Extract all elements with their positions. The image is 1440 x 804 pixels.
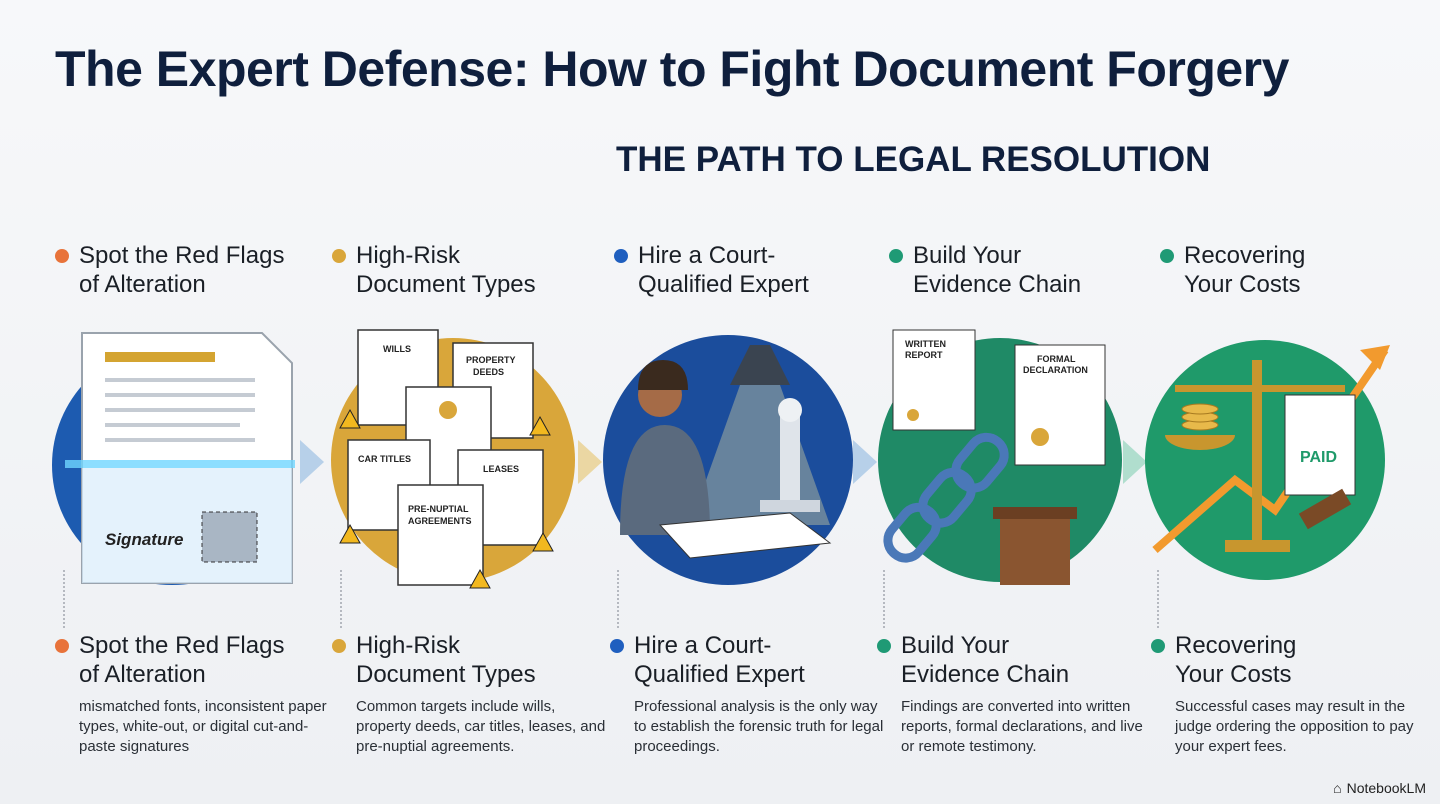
doc-label-property: PROPERTY — [466, 355, 516, 365]
written-report-label-1: WRITTEN — [905, 339, 946, 349]
notebooklm-logo-icon: ⌂ — [1333, 780, 1342, 796]
step-title-line2: Evidence Chain — [913, 271, 1082, 298]
notebooklm-brand: ⌂NotebookLM — [1333, 780, 1426, 796]
step-title-line1: Hire a Court- — [634, 632, 772, 659]
dotted-connector — [63, 570, 65, 628]
step-title-line1: Spot the Red Flags — [79, 242, 285, 269]
dotted-connector — [340, 570, 342, 628]
dotted-connector — [617, 570, 619, 628]
step-title-line1: Recovering — [1175, 632, 1297, 659]
green-dot-icon — [1160, 249, 1174, 263]
gold-dot-icon — [332, 639, 346, 653]
orange-dot-icon — [55, 249, 69, 263]
doc-label-wills: WILLS — [383, 344, 411, 354]
step-description: Professional analysis is the only way to… — [634, 698, 884, 755]
gold-dot-icon — [332, 249, 346, 263]
formal-declaration-label-2: DECLARATION — [1023, 365, 1088, 375]
step-title-line2: Your Costs — [1175, 661, 1292, 688]
green-dot-icon — [877, 639, 891, 653]
step-title-line2: Evidence Chain — [901, 661, 1070, 688]
flow-arrow-icon — [578, 440, 602, 484]
step-title-line2: Qualified Expert — [638, 271, 809, 298]
doc-label-deeds: DEEDS — [473, 367, 504, 377]
dotted-connector — [883, 570, 885, 628]
doc-label-prenuptial: PRE-NUPTIAL — [408, 504, 469, 514]
dotted-connector — [1157, 570, 1159, 628]
step-title-line2: Document Types — [356, 661, 536, 688]
step-description: Successful cases may result in the judge… — [1175, 698, 1414, 755]
doc-label-car-titles: CAR TITLES — [358, 454, 411, 464]
cost-recovery-illustration: PAID — [1145, 340, 1390, 580]
forensic-expert-illustration — [603, 335, 853, 585]
written-report-label-2: REPORT — [905, 350, 943, 360]
flow-arrow-icon — [300, 440, 324, 484]
flow-arrow-icon — [853, 440, 877, 484]
step-title-line1: Build Your — [913, 242, 1022, 269]
step-title-line1: High-Risk — [356, 632, 461, 659]
blue-dot-icon — [614, 249, 628, 263]
step-title-line2: Document Types — [356, 271, 536, 298]
step-title-line1: High-Risk — [356, 242, 461, 269]
paid-stamp-text: PAID — [1300, 449, 1337, 466]
page-subtitle: THE PATH TO LEGAL RESOLUTION — [616, 140, 1211, 179]
signature-text: Signature — [105, 530, 183, 549]
step-description: Findings are converted into written repo… — [901, 698, 1143, 755]
step-description: mismatched fonts, inconsistent paper typ… — [79, 698, 327, 755]
step-title-line2: of Alteration — [79, 661, 206, 688]
step-title-line2: of Alteration — [79, 271, 206, 298]
high-risk-documents-illustration: WILLS PROPERTY DEEDS CAR TITLES LEASES P… — [331, 329, 575, 589]
green-dot-icon — [889, 249, 903, 263]
step-description: Common targets include wills, property d… — [356, 698, 606, 755]
altered-document-illustration: Signature — [52, 332, 295, 585]
step-3-top-header: Hire a Court-Qualified Expert — [614, 241, 894, 299]
step-title-line1: Spot the Red Flags — [79, 632, 285, 659]
orange-dot-icon — [55, 639, 69, 653]
step-title-line2: Qualified Expert — [634, 661, 805, 688]
step-title-line2: Your Costs — [1184, 271, 1301, 298]
formal-declaration-label-1: FORMAL — [1037, 354, 1076, 364]
blue-dot-icon — [610, 639, 624, 653]
brand-label: NotebookLM — [1346, 780, 1426, 796]
step-title-line1: Recovering — [1184, 242, 1306, 269]
green-dot-icon — [1151, 639, 1165, 653]
page-title: The Expert Defense: How to Fight Documen… — [55, 41, 1289, 97]
step-title-line1: Build Your — [901, 632, 1010, 659]
doc-label-leases: LEASES — [483, 464, 519, 474]
step-title-line1: Hire a Court- — [638, 242, 776, 269]
doc-label-agreements: AGREEMENTS — [408, 516, 472, 526]
flow-arrow-icon — [1123, 440, 1147, 484]
